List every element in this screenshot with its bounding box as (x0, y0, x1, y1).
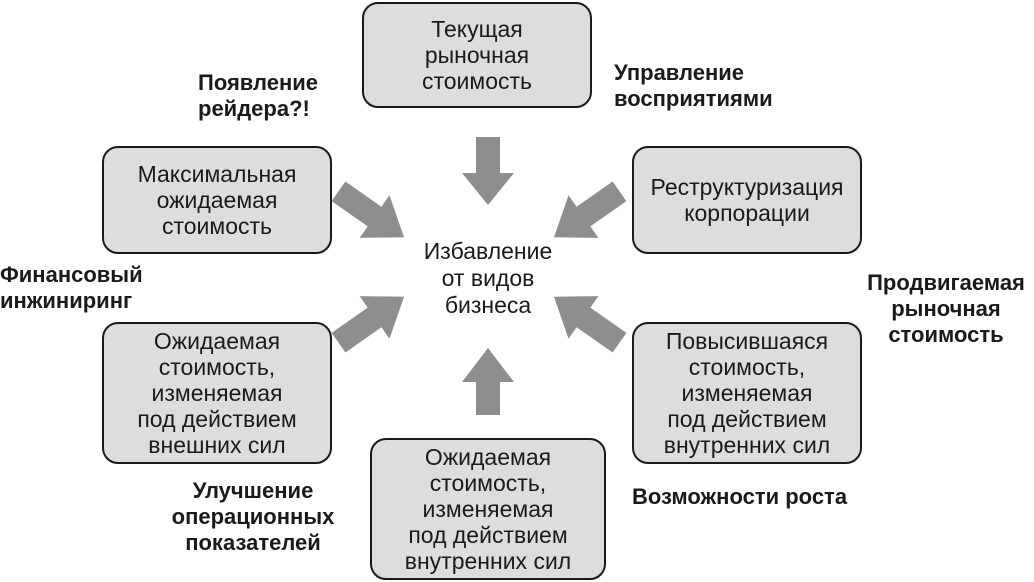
arrow-top-right (553, 181, 627, 238)
arrow-bottom-left (331, 296, 405, 353)
center-text: Избавление от видов бизнеса (423, 238, 553, 318)
label-promoted-market-value: Продвигаемая рыночная стоимость (867, 270, 1025, 347)
arrow-bottom-right (553, 296, 627, 353)
label-growth-opportunities: Возможности роста (632, 484, 848, 509)
label-perception-management: Управление восприятиями (614, 60, 773, 111)
box-expected-value-internal: Ожидаемая стоимость, изменяемая под дейс… (370, 438, 606, 580)
label-raider: Появление рейдера?! (198, 70, 319, 121)
arrow-bottom (462, 348, 514, 415)
box-corporate-restructuring: Реструктуризация корпорации (632, 146, 862, 254)
box-maximum-expected-value: Максимальная ожидаемая стоимость (102, 146, 332, 254)
label-operational-improvement: Улучшение операционных показателей (171, 478, 335, 555)
label-financial-engineering: Финансовый инжиниринг (0, 262, 143, 313)
box-current-market-value: Текущая рыночная стоимость (362, 2, 592, 108)
arrow-top-left (331, 181, 405, 238)
box-expected-value-external: Ожидаемая стоимость, изменяемая под дейс… (102, 322, 332, 464)
box-increased-value-internal: Повысившаяся стоимость, изменяемая под д… (632, 322, 862, 464)
arrow-top (462, 137, 514, 205)
